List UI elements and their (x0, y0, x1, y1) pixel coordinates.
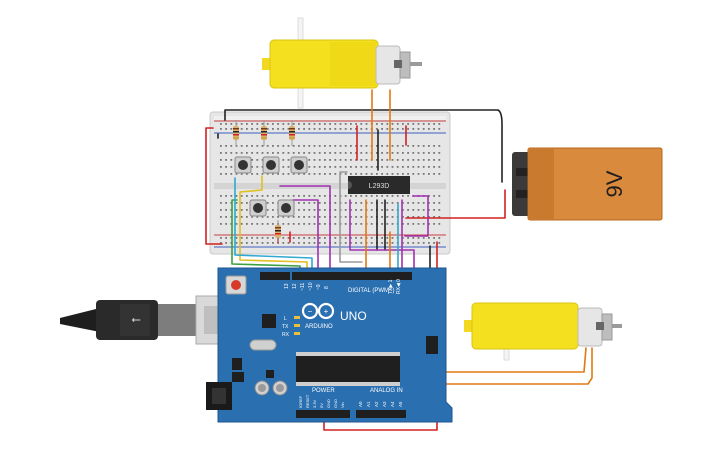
wire-gray-chip (339, 171, 363, 263)
pin-10-label: ~10 (308, 282, 314, 291)
power-pin-label: 5V (319, 403, 324, 408)
arduino-logo: − + (301, 302, 335, 320)
pin-9-label: ~9 (316, 284, 322, 290)
analog-pin-label: A1 (366, 401, 371, 407)
pushbuttons (234, 156, 308, 217)
analog-pin-label: A4 (390, 401, 395, 407)
resistors (233, 120, 295, 242)
wire-purple-chip-2 (404, 195, 429, 237)
pin-8-label: 8 (324, 286, 330, 289)
power-header-label: POWER (312, 388, 335, 394)
resistor-4 (275, 220, 281, 242)
wire-yellow-button (239, 175, 308, 277)
analog-header-label: ANALOG IN (370, 388, 403, 394)
wire-cyan-button (234, 177, 313, 277)
resistor-2 (261, 120, 267, 146)
power-pin-label: IOREF (298, 395, 303, 408)
pushbutton-1[interactable] (234, 156, 252, 174)
power-pin-label: GND (333, 399, 338, 408)
usb-icon: ⭠ (131, 312, 141, 326)
tx-pin-label: TX▶ 1 (388, 279, 394, 294)
wire-black-battery (224, 109, 503, 183)
usb-cable: ⭠ (60, 295, 233, 345)
analog-pin-label: A3 (382, 401, 387, 407)
led-l-label: L (284, 316, 287, 322)
wire-purple-button-2 (292, 199, 319, 279)
pin-11-label: ~11 (300, 283, 306, 291)
arduino-model-label: UNO (340, 309, 367, 323)
wire-red-battery (405, 189, 506, 219)
resistor-3 (289, 120, 295, 146)
digital-header-label: DIGITAL (PWM~) (348, 288, 395, 294)
motor-right (464, 302, 622, 361)
pushbutton-5[interactable] (277, 199, 295, 217)
led-rx-label: RX (282, 332, 290, 338)
analog-pin-label: A0 (358, 401, 363, 407)
rx-pin-label: RX◀ 0 (396, 279, 402, 294)
resistor-1 (233, 120, 239, 146)
analog-pin-label: A2 (374, 401, 379, 407)
pushbutton-2[interactable] (262, 156, 280, 174)
pushbutton-4[interactable] (249, 199, 267, 217)
power-pin-label: GND (326, 399, 331, 408)
analog-pin-label: A5 (398, 401, 403, 407)
power-pin-label: Vin (340, 402, 345, 408)
wire-red-left-rail (205, 127, 223, 245)
battery-9v: 9V (512, 147, 663, 221)
chip-label: L293D (369, 183, 390, 190)
l293d-driver-chip: L293D (348, 176, 410, 194)
svg-text:−: − (308, 307, 313, 316)
led-tx-label: TX (282, 324, 289, 330)
battery-label: 9V (602, 170, 627, 197)
motor-top (262, 17, 422, 109)
wire-purple-button-1 (279, 185, 331, 277)
arduino-brand-label: ARDUINO (305, 324, 333, 330)
power-pin-label: RESET (305, 394, 310, 408)
pin-13-label: 13 (284, 283, 290, 289)
svg-text:+: + (324, 307, 329, 316)
arduino-uno-board: 13 12 ~11 ~10 ~9 8 DIGITAL (PWM~) TX▶ 1 … (206, 267, 453, 423)
power-pin-label: 3.3V (312, 399, 317, 408)
pin-12-label: 12 (292, 283, 298, 289)
pushbutton-3[interactable] (290, 156, 308, 174)
